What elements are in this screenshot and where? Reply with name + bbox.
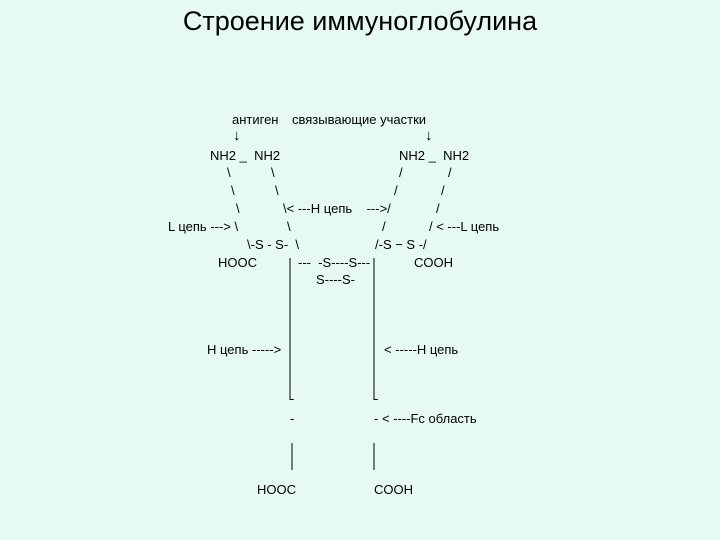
page-title: Строение иммуноглобулина — [182, 6, 538, 36]
cooh-heavy-chain: COOH — [374, 482, 413, 497]
arrow-down-icon-left: ↓ — [233, 127, 241, 144]
fc-region-label: - < ----Fc область — [374, 411, 477, 426]
l-chain-left-label: L цепь ---> \ — [168, 219, 239, 234]
h-chain-left-label: H цепь -----> — [207, 342, 282, 357]
right-arm-slash-1a: / — [399, 165, 403, 180]
right-arm-slash-1b: / — [448, 165, 452, 180]
arrow-down-icon-right: ↓ — [425, 127, 433, 144]
h-chain-right-label: < -----H цепь — [384, 342, 459, 357]
disulfide-left: \-S - S- \ — [247, 237, 299, 252]
hooc-heavy-chain: HOOC — [257, 482, 296, 497]
left-arm-slash-2a: \ — [231, 183, 235, 198]
right-arm-slash-3b: / — [436, 201, 440, 216]
right-arm-slash-2b: / — [441, 183, 445, 198]
left-arm-slash-3a: \ — [236, 201, 240, 216]
right-arm-slash-2a: / — [394, 183, 398, 198]
left-arm-slash-2b: \ — [275, 183, 279, 198]
binding-sites-label: связывающие участки — [292, 112, 427, 127]
disulfide-right: /-S − S -/ — [375, 237, 427, 252]
left-arm-slash-4b: \ — [287, 219, 291, 234]
tick-left-2: - — [290, 411, 295, 426]
right-arm-slash-4a: / — [382, 219, 386, 234]
hinge-disulfide-top: --- -S----S--- — [298, 255, 371, 270]
hinge-disulfide-bottom: S----S- — [316, 272, 355, 287]
h-chain-arms-label: \< ---H цепь --->/ — [283, 201, 391, 216]
nh2-right: NH2 _ NH2 — [399, 148, 470, 163]
antigen-label: антиген — [232, 112, 279, 127]
hooc-light-chain: HOOC — [218, 255, 257, 270]
left-arm-slash-1a: \ — [227, 165, 231, 180]
tick-right-1: - — [374, 391, 379, 406]
cooh-light-chain: COOH — [414, 255, 453, 270]
l-chain-right-label: / < ---L цепь — [429, 219, 500, 234]
nh2-left: NH2 _ NH2 — [210, 148, 281, 163]
tick-left-1: - — [290, 391, 295, 406]
left-arm-slash-1b: \ — [271, 165, 275, 180]
